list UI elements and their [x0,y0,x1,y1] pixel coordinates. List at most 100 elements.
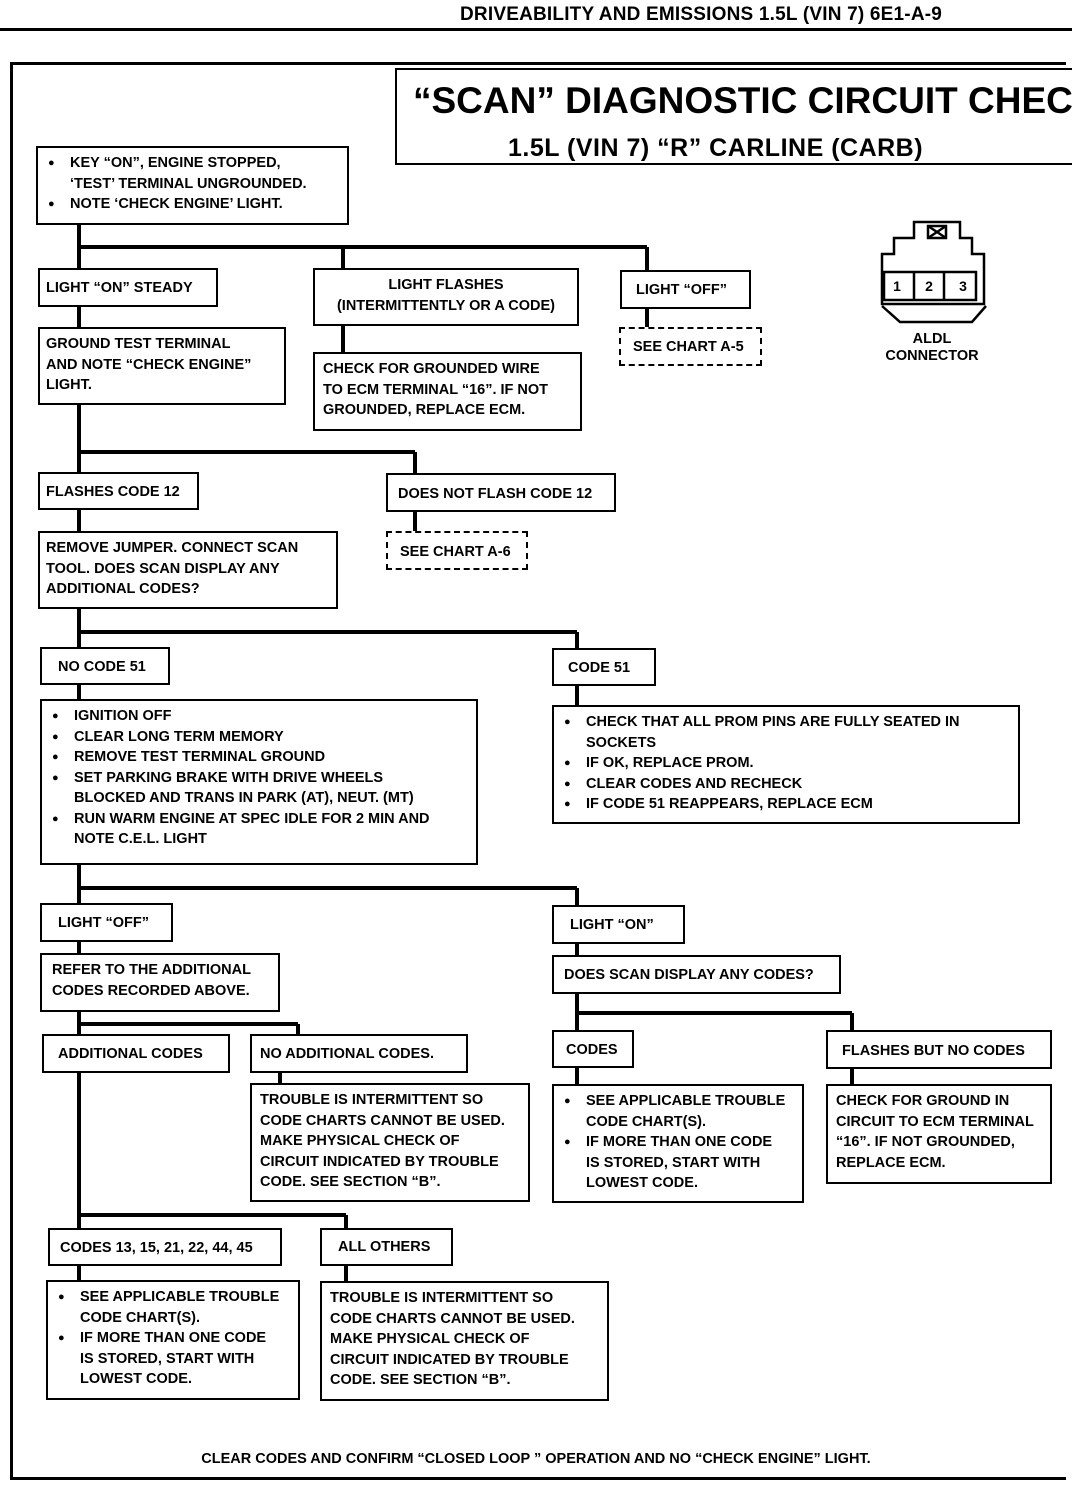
remove-jumper-line3: ADDITIONAL CODES? [46,581,200,597]
ignition-bullet-4-line1: SET PARKING BRAKE WITH DRIVE WHEELS [48,768,470,789]
flashes-code-12-box: FLASHES CODE 12 [38,472,199,510]
chart-title: “SCAN” DIAGNOSTIC CIRCUIT CHECK [413,80,1072,121]
check-prom-box: CHECK THAT ALL PROM PINS ARE FULLY SEATE… [552,705,1020,824]
start-bullet-1-line1: KEY “ON”, ENGINE STOPPED, [44,153,341,174]
does-scan-display-box: DOES SCAN DISPLAY ANY CODES? [552,955,841,994]
aldl-pin-3: 3 [959,278,967,294]
codes-list-text: CODES 13, 15, 21, 22, 44, 45 [60,1240,253,1256]
does-scan-display-text: DOES SCAN DISPLAY ANY CODES? [564,967,814,983]
see-applicable1-bullet-2-line1: IF MORE THAN ONE CODE [560,1132,796,1153]
see-chart-a6-box: SEE CHART A-6 [386,531,528,570]
see-applicable2-bullet-2-line3: LOWEST CODE. [80,1371,192,1387]
light-on-mid-box: LIGHT “ON” [552,905,685,944]
start-bullet-2: NOTE ‘CHECK ENGINE’ LIGHT. [44,194,341,215]
intermittent1-line1: TROUBLE IS INTERMITTENT SO [260,1092,484,1108]
refer-line2: CODES RECORDED ABOVE. [52,982,250,999]
aldl-connector-icon [880,220,987,324]
see-chart-a6-text: SEE CHART A-6 [400,544,511,560]
check-grounded-line3: GROUNDED, REPLACE ECM. [323,402,526,418]
remove-jumper-line1: REMOVE JUMPER. CONNECT SCAN [46,540,299,556]
ignition-bullet-4-line2: BLOCKED AND TRANS IN PARK (AT), NEUT. (M… [74,790,414,806]
check-grounded-line2: TO ECM TERMINAL “16”. IF NOT [323,381,549,398]
refer-line1: REFER TO THE ADDITIONAL [52,962,251,978]
ground-test-box: GROUND TEST TERMINAL AND NOTE “CHECK ENG… [38,327,286,405]
flashes-no-codes-box: FLASHES BUT NO CODES [826,1030,1052,1069]
intermittent2-line2: CODE CHARTS CANNOT BE USED. [330,1310,575,1327]
ignition-bullet-5-line2: NOTE C.E.L. LIGHT [74,831,207,847]
see-applicable-box-2: SEE APPLICABLE TROUBLE CODE CHART(S). IF… [46,1280,300,1400]
light-flashes-line2: (INTERMITTENTLY OR A CODE) [336,297,556,314]
check-grounded-wire-box: CHECK FOR GROUNDED WIRE TO ECM TERMINAL … [313,352,582,431]
no-code-51-box: NO CODE 51 [40,647,170,685]
refer-additional-box: REFER TO THE ADDITIONAL CODES RECORDED A… [40,953,280,1012]
ignition-bullet-2: CLEAR LONG TERM MEMORY [48,727,470,748]
does-not-flash-box: DOES NOT FLASH CODE 12 [386,473,616,512]
additional-codes-text: ADDITIONAL CODES [58,1046,203,1062]
title-box [395,68,1072,165]
check-ground-in-line4: REPLACE ECM. [836,1154,946,1171]
check-ground-in-line1: CHECK FOR GROUND IN [836,1093,1010,1109]
no-additional-codes-text: NO ADDITIONAL CODES. [260,1046,435,1062]
aldl-pin-1: 1 [893,278,901,294]
does-not-flash-text: DOES NOT FLASH CODE 12 [398,486,593,502]
intermittent-box-1: TROUBLE IS INTERMITTENT SO CODE CHARTS C… [250,1083,530,1202]
light-off-top-box: LIGHT “OFF” [620,270,751,309]
ignition-bullet-5-line1: RUN WARM ENGINE AT SPEC IDLE FOR 2 MIN A… [48,809,470,830]
see-applicable1-bullet-2-line3: LOWEST CODE. [586,1175,698,1191]
check-grounded-line1: CHECK FOR GROUNDED WIRE [323,361,540,377]
light-off-top-text: LIGHT “OFF” [636,282,728,298]
ignition-bullet-1: IGNITION OFF [48,706,470,727]
aldl-pin-2: 2 [925,278,933,294]
see-applicable1-bullet-2-line2: IS STORED, START WITH [586,1154,761,1171]
light-on-steady-text: LIGHT “ON” STEADY [46,280,193,296]
start-bullet-1-line2: ‘TEST’ TERMINAL UNGROUNDED. [70,175,307,192]
code-51-text: CODE 51 [568,660,631,676]
remove-jumper-box: REMOVE JUMPER. CONNECT SCAN TOOL. DOES S… [38,531,338,609]
aldl-label-line1: ALDL [912,331,952,347]
see-applicable2-bullet-2-line2: IS STORED, START WITH [80,1350,255,1367]
start-step-box: KEY “ON”, ENGINE STOPPED, ‘TEST’ TERMINA… [36,146,349,225]
intermittent2-line3: MAKE PHYSICAL CHECK OF [330,1331,530,1347]
prom-bullet-4: IF CODE 51 REAPPEARS, REPLACE ECM [560,794,1012,815]
light-flashes-line1: LIGHT FLASHES [388,277,504,293]
ground-test-line3: LIGHT. [46,377,92,393]
see-applicable2-bullet-1-line2: CODE CHART(S). [80,1309,201,1326]
see-chart-a5-text: SEE CHART A-5 [633,339,744,355]
ignition-off-box: IGNITION OFF CLEAR LONG TERM MEMORY REMO… [40,699,478,865]
no-additional-codes-box: NO ADDITIONAL CODES. [250,1034,468,1073]
code-51-box: CODE 51 [552,648,656,686]
light-flashes-box: LIGHT FLASHES (INTERMITTENTLY OR A CODE) [313,268,579,326]
intermittent2-line5: CODE. SEE SECTION “B”. [330,1372,511,1388]
light-on-mid-text: LIGHT “ON” [570,917,654,933]
all-others-text: ALL OTHERS [338,1239,431,1255]
all-others-box: ALL OTHERS [320,1228,453,1266]
aldl-label-line2: CONNECTOR [885,348,979,364]
footer-instruction: CLEAR CODES AND CONFIRM “CLOSED LOOP ” O… [201,1451,871,1467]
see-applicable2-bullet-2-line1: IF MORE THAN ONE CODE [54,1328,292,1349]
intermittent2-line1: TROUBLE IS INTERMITTENT SO [330,1290,554,1306]
intermittent1-line2: CODE CHARTS CANNOT BE USED. [260,1112,505,1129]
prom-bullet-3: CLEAR CODES AND RECHECK [560,774,1012,795]
light-off-mid-text: LIGHT “OFF” [58,915,150,931]
prom-bullet-1-line1: CHECK THAT ALL PROM PINS ARE FULLY SEATE… [560,712,1012,733]
intermittent2-line4: CIRCUIT INDICATED BY TROUBLE [330,1351,569,1368]
header-rule [0,28,1072,31]
see-applicable1-bullet-1-line1: SEE APPLICABLE TROUBLE [560,1091,796,1112]
intermittent-box-2: TROUBLE IS INTERMITTENT SO CODE CHARTS C… [320,1281,609,1401]
codes-box: CODES [552,1030,634,1068]
codes-list-box: CODES 13, 15, 21, 22, 44, 45 [48,1228,282,1266]
additional-codes-box: ADDITIONAL CODES [42,1034,230,1073]
see-applicable1-bullet-1-line2: CODE CHART(S). [586,1113,707,1130]
prom-bullet-2: IF OK, REPLACE PROM. [560,753,1012,774]
ground-test-line2: AND NOTE “CHECK ENGINE” [46,356,252,373]
flashes-no-codes-text: FLASHES BUT NO CODES [842,1043,1025,1059]
chart-frame [10,62,1066,1480]
intermittent1-line4: CIRCUIT INDICATED BY TROUBLE [260,1153,499,1170]
see-chart-a5-box: SEE CHART A-5 [619,327,762,366]
prom-bullet-1-line2: SOCKETS [586,734,657,751]
intermittent1-line5: CODE. SEE SECTION “B”. [260,1174,441,1190]
check-ground-in-line2: CIRCUIT TO ECM TERMINAL [836,1113,1034,1130]
ignition-bullet-3: REMOVE TEST TERMINAL GROUND [48,747,470,768]
remove-jumper-line2: TOOL. DOES SCAN DISPLAY ANY [46,560,280,577]
